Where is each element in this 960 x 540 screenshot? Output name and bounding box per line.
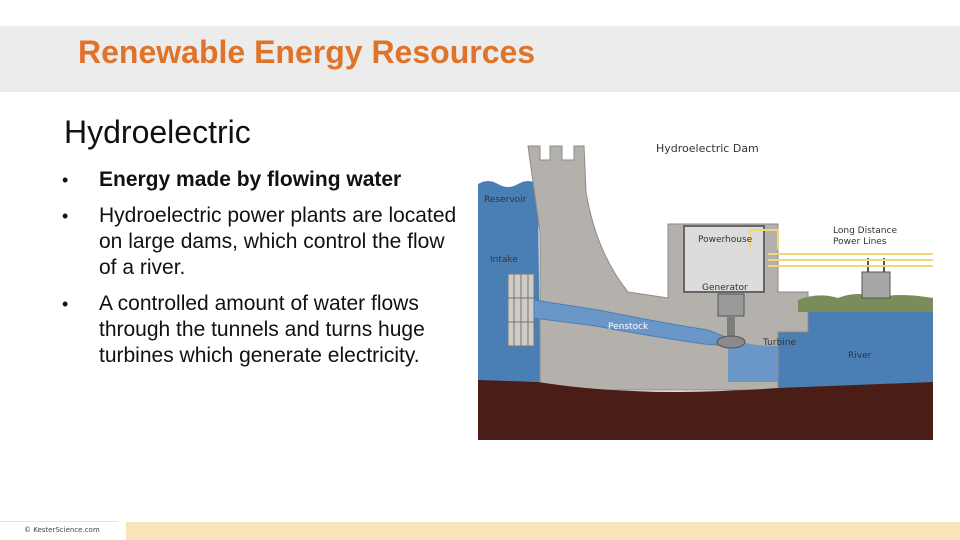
outflow: [728, 338, 778, 382]
turbine-shaft: [727, 316, 735, 338]
bullet-item: • Energy made by flowing water: [62, 167, 462, 193]
turbine: [716, 335, 746, 349]
bullet-marker: •: [62, 206, 69, 226]
bullet-text: Energy made by flowing water: [99, 168, 402, 191]
power-lines: [749, 229, 933, 267]
label-turbine: Turbine: [762, 338, 796, 348]
soil: [478, 380, 933, 440]
label-generator: Generator: [702, 283, 748, 293]
bullet-marker: •: [62, 170, 69, 190]
title-band: [0, 26, 960, 92]
label-power-lines-2: Power Lines: [833, 237, 887, 247]
label-power-lines-1: Long Distance: [833, 226, 897, 236]
label-penstock: Penstock: [608, 322, 649, 332]
bullet-list: • Energy made by flowing water • Hydroel…: [62, 167, 462, 379]
footer-bar: [126, 522, 960, 540]
bullet-text: Hydroelectric power plants are located o…: [99, 204, 457, 279]
bullet-item: • A controlled amount of water flows thr…: [62, 291, 462, 369]
bullet-marker: •: [62, 294, 69, 314]
label-intake: Intake: [490, 255, 518, 265]
dam-structure: [478, 145, 809, 391]
label-river: River: [848, 351, 872, 361]
generator: [717, 293, 745, 317]
diagram-title: Hydroelectric Dam: [656, 142, 759, 155]
label-reservoir: Reservoir: [484, 195, 527, 205]
label-powerhouse: Powerhouse: [698, 235, 753, 245]
slide-title: Renewable Energy Resources: [78, 34, 536, 70]
intake-grates: [507, 273, 535, 347]
bullet-item: • Hydroelectric power plants are located…: [62, 203, 462, 281]
copyright-text: © KesterScience.com: [24, 526, 100, 534]
hydroelectric-dam-diagram: Hydroelectric Dam Reservoir Intake Power…: [478, 132, 933, 440]
footer-left: [0, 522, 118, 540]
section-heading: Hydroelectric: [64, 114, 251, 150]
river-bank: [798, 294, 933, 312]
bullet-text: A controlled amount of water flows throu…: [99, 292, 425, 367]
